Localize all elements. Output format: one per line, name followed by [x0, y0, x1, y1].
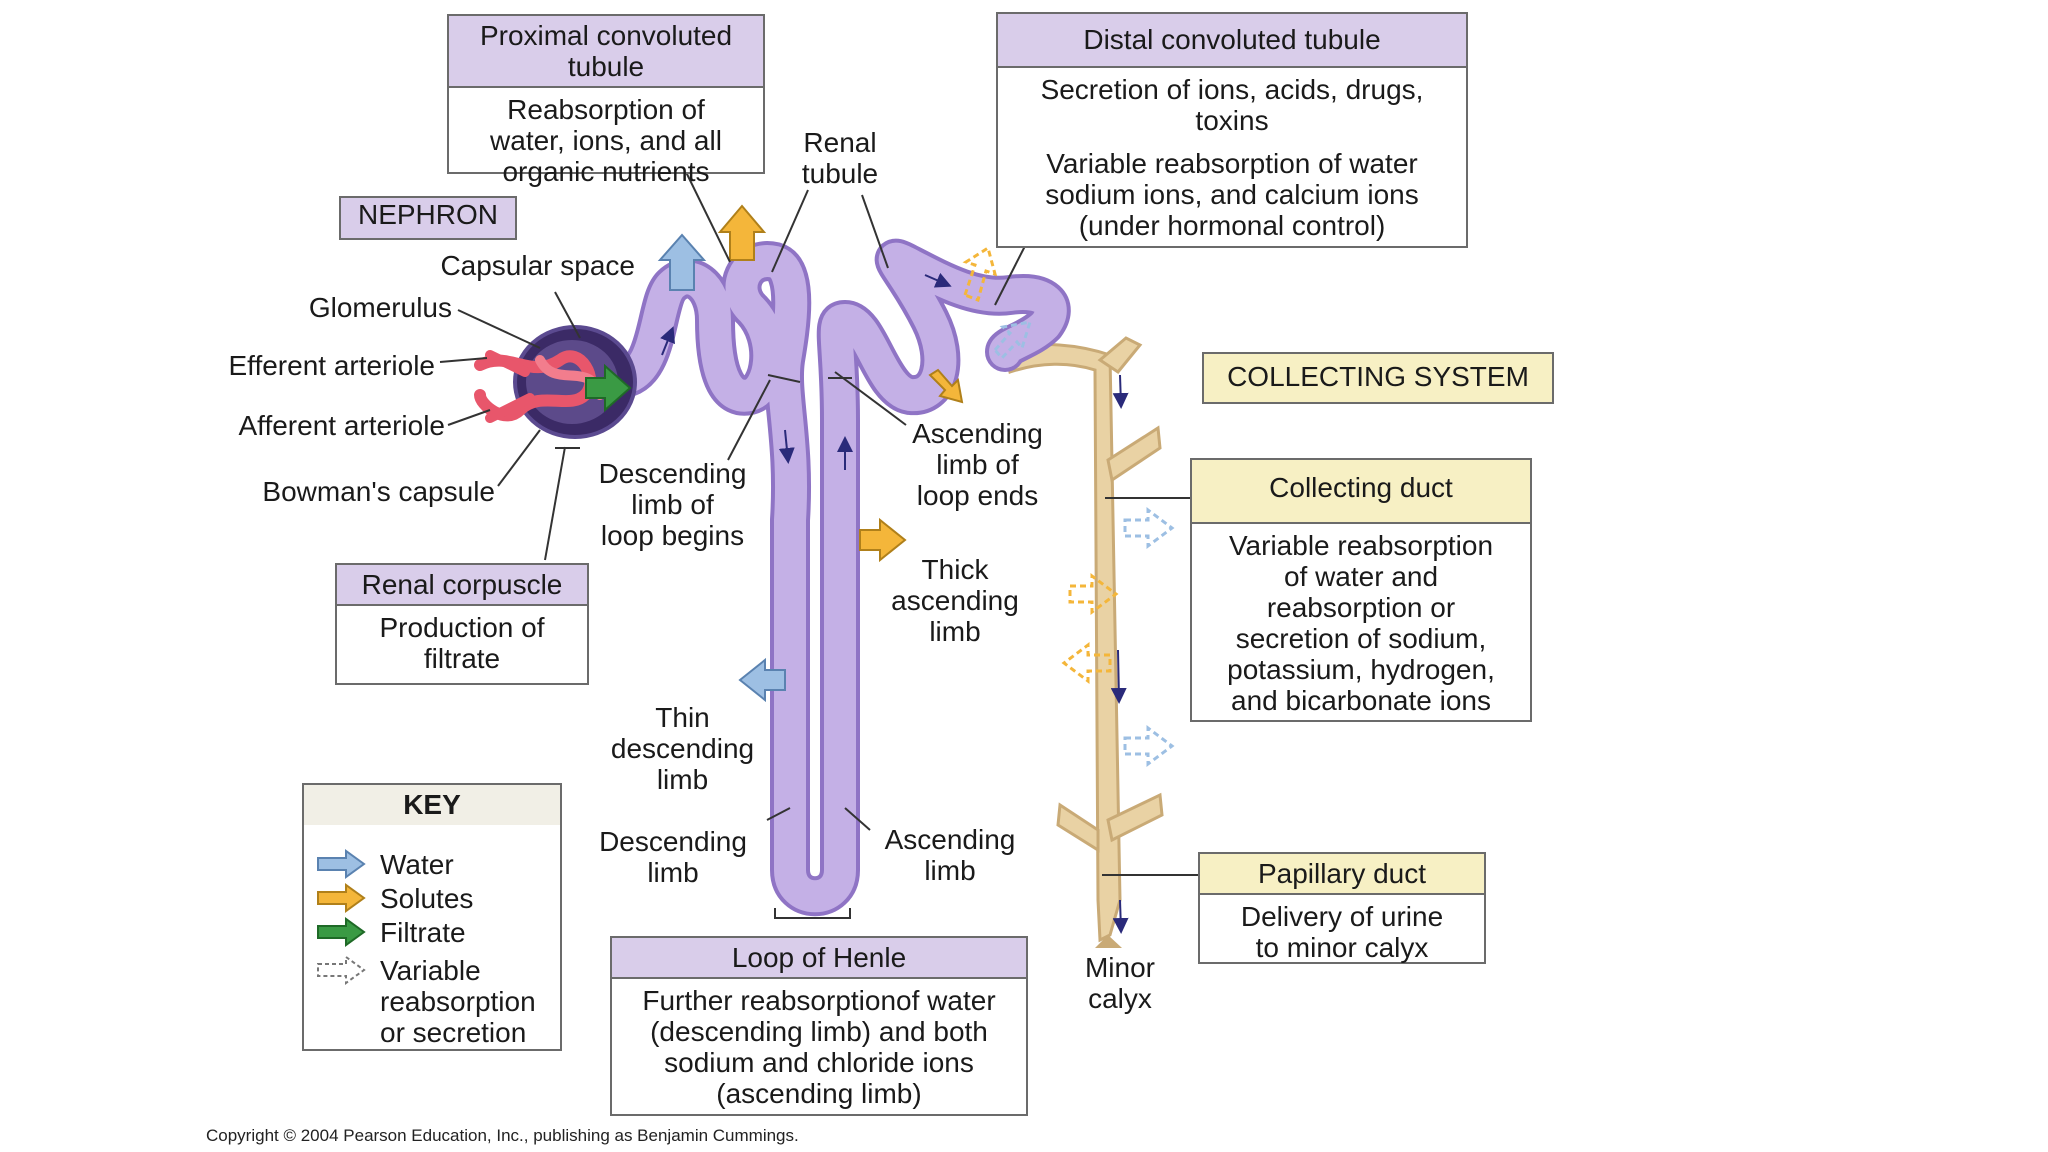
- key-item-filtrate: Filtrate: [316, 917, 466, 953]
- solute-arrow-thick: [859, 517, 907, 563]
- filtrate-arrow: [585, 363, 632, 413]
- solute-arrow-icon: [317, 883, 366, 913]
- water-arrow-pct: [657, 233, 707, 291]
- solute-arrow-ascending-end: [928, 368, 964, 404]
- water-arrow-cd-1: [1123, 507, 1175, 549]
- renal-tubule: [605, 238, 1071, 917]
- label-capsular-space: Capsular space: [440, 250, 635, 281]
- label-bowmans-capsule: Bowman's capsule: [262, 476, 495, 507]
- solute-arrow-dct: [962, 245, 998, 302]
- water-arrow-thin: [738, 657, 786, 703]
- flow-arrows: [660, 272, 1129, 934]
- dashed-arrow-icon: [317, 955, 366, 985]
- label-efferent-arteriole: Efferent arteriole: [228, 350, 436, 381]
- copyright-text: Copyright © 2004 Pearson Education, Inc.…: [206, 1126, 799, 1145]
- leader-lines: [439, 171, 1200, 919]
- solute-arrow-pct: [717, 204, 767, 261]
- water-arrow-icon: [317, 849, 366, 879]
- nephron-title: NEPHRON: [339, 196, 517, 240]
- key-item-solutes: Solutes: [316, 883, 473, 919]
- key-title: KEY: [304, 785, 560, 825]
- label-afferent-arteriole: Afferent arteriole: [238, 410, 446, 441]
- label-glomerulus: Glomerulus: [308, 292, 452, 323]
- box-loop-of-henle: Loop of Henle Further reabsorptionof wat…: [610, 936, 1028, 1116]
- water-arrow-cd-2: [1123, 725, 1175, 767]
- water-arrow-dct: [993, 320, 1033, 361]
- filtrate-arrow-icon: [317, 917, 366, 947]
- solute-arrow-cd-2: [1061, 642, 1112, 684]
- solute-arrow-cd-1: [1068, 573, 1119, 615]
- collecting-system-title: COLLECTING SYSTEM: [1202, 352, 1554, 404]
- box-distal-convoluted-tubule: Distal convoluted tubule Secretion of io…: [996, 12, 1468, 248]
- key-item-water: Water: [316, 849, 454, 885]
